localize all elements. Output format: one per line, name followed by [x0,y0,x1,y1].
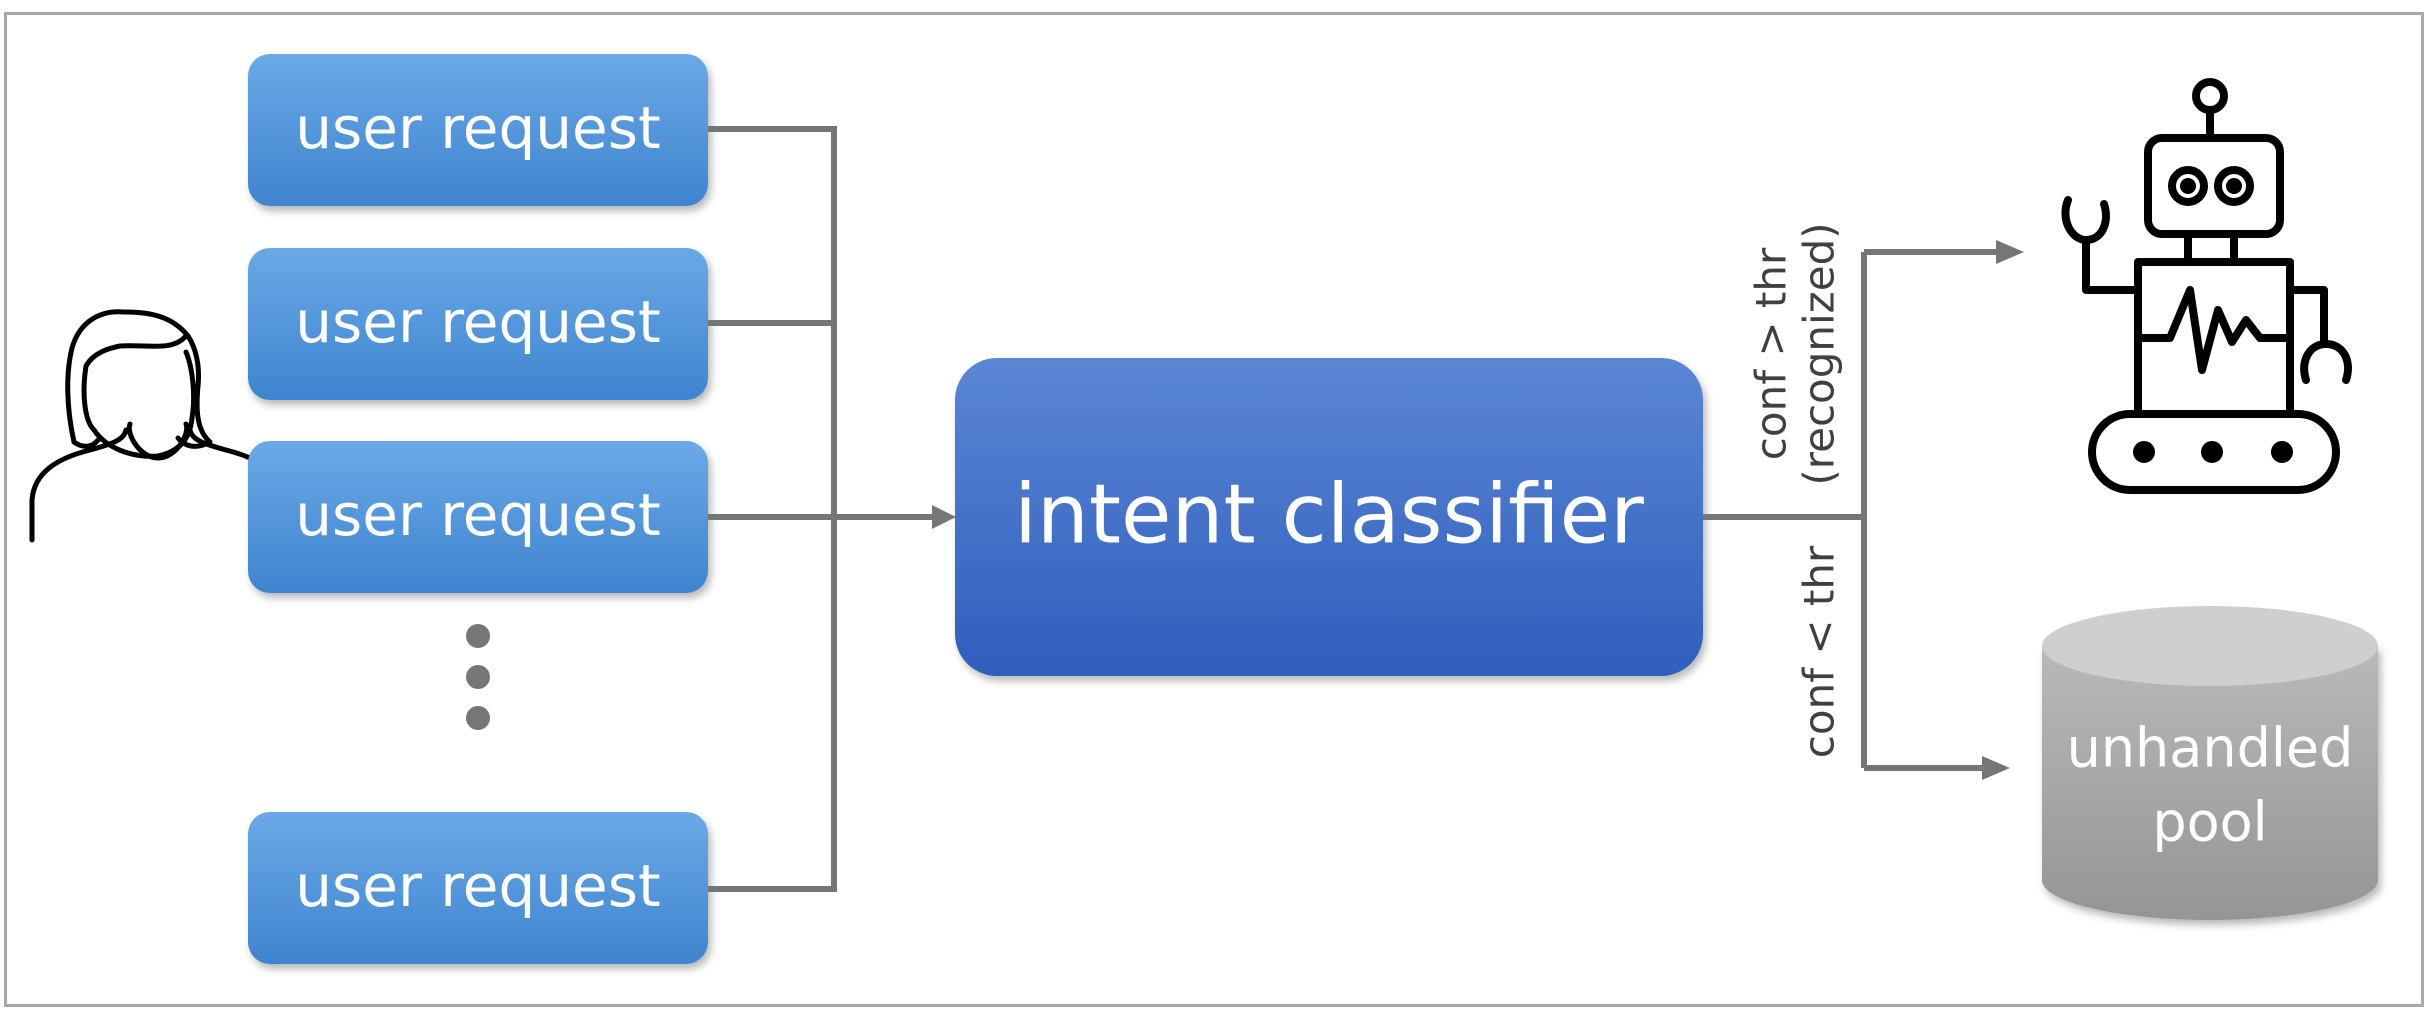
classifier-box: intent classifier [955,358,1703,676]
branch-upper-status: (recognized) [1795,222,1844,485]
pool-label-line1: unhandled [2067,717,2354,780]
output-connectors [1703,249,1996,771]
branch-lower-condition: conf < thr [1795,545,1844,758]
database-cylinder-icon: unhandled pool [2042,606,2378,920]
ellipsis-icon [466,624,490,730]
branch-upper-condition: conf > thr [1747,247,1796,460]
arrowhead-to-classifier [932,505,956,529]
robot-icon [2061,78,2352,494]
request-box-2: user request [248,248,708,400]
request-label: user request [295,852,660,920]
diagram-frame [4,12,2424,1007]
request-label: user request [295,481,660,549]
request-label: user request [295,288,660,356]
request-box-4: user request [248,812,708,964]
request-box-1: user request [248,54,708,206]
request-box-3: user request [248,441,708,593]
classifier-label: intent classifier [1014,467,1644,562]
arrowhead-recognized [1996,240,2024,264]
request-label: user request [295,94,660,162]
request-connectors [708,126,950,892]
pool-label-line2: pool [2152,791,2267,854]
arrowhead-unhandled [1982,756,2010,780]
user-icon [29,309,287,543]
